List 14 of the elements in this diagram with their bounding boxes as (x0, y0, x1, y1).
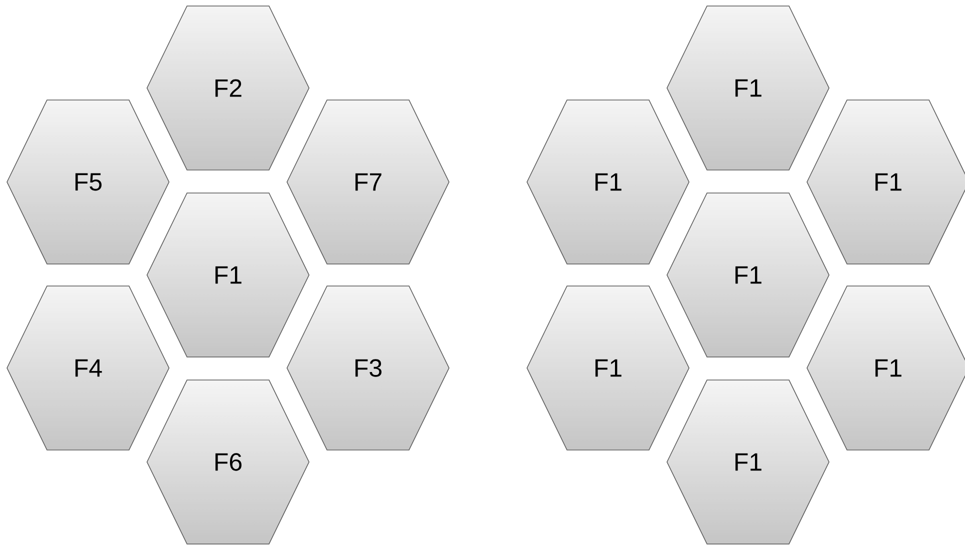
hexagon: F1 (666, 6, 830, 170)
hexagon: F7 (286, 100, 450, 264)
hexagon: F1 (806, 286, 965, 450)
hexagon: F5 (6, 100, 170, 264)
hexagon: F1 (666, 380, 830, 544)
hexagon: F2 (146, 6, 310, 170)
hexagon: F1 (146, 192, 310, 358)
hexagon: F3 (286, 286, 450, 450)
hexagon: F1 (806, 100, 965, 264)
hexagon: F4 (6, 286, 170, 450)
hexagon: F1 (526, 286, 690, 450)
hexagon: F1 (526, 100, 690, 264)
hexagon: F1 (666, 192, 830, 358)
hexagon: F6 (146, 380, 310, 544)
